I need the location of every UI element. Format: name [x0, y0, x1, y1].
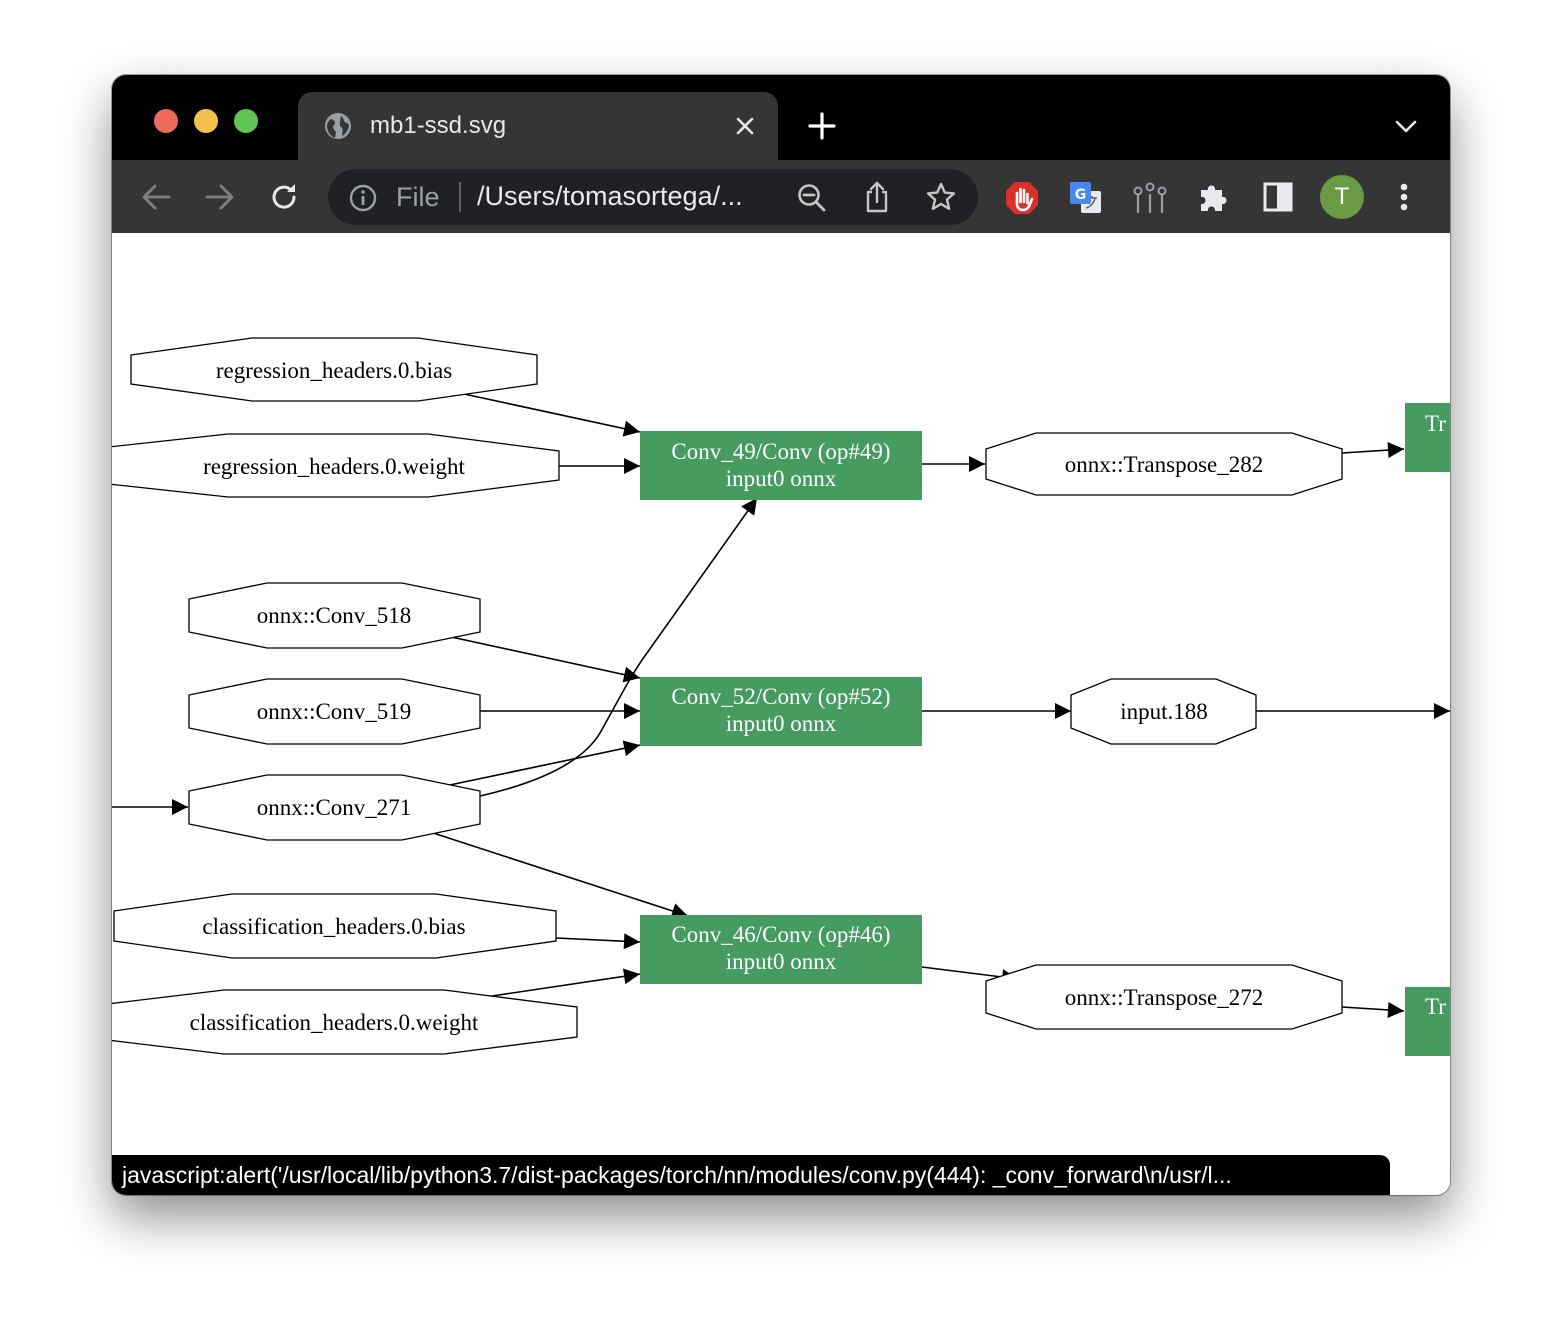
op-node-conv49[interactable]: Conv_49/Conv (op#49) input0 onnx [640, 431, 922, 500]
tensor-node-tr272[interactable]: onnx::Transpose_272 [985, 964, 1343, 1030]
tab-strip: mb1-ssd.svg [112, 75, 1450, 160]
toolbar: File /Users/tomasortega/... G [112, 160, 1450, 234]
status-bar: javascript:alert('/usr/local/lib/python3… [112, 1155, 1390, 1195]
tensor-label: onnx::Conv_518 [257, 603, 412, 628]
url-text[interactable]: /Users/tomasortega/... [477, 181, 743, 211]
tab-active[interactable]: mb1-ssd.svg [298, 92, 778, 160]
tensor-node-reg-weight[interactable]: regression_headers.0.weight [112, 433, 560, 498]
chevron-down-icon[interactable] [1394, 116, 1418, 136]
tensor-node-cls-weight[interactable]: classification_headers.0.weight [112, 989, 578, 1055]
op-node-title: Tr [1425, 411, 1446, 436]
edge-tr282-to-next [1341, 442, 1405, 459]
profile-avatar[interactable]: T [1320, 175, 1364, 219]
close-tab-icon[interactable] [734, 115, 756, 137]
op-node-subtitle: input0 onnx [726, 949, 837, 974]
profile-initial: T [1334, 183, 1350, 210]
op-node-conv46[interactable]: Conv_46/Conv (op#46) input0 onnx [640, 915, 922, 984]
op-node-conv52[interactable]: Conv_52/Conv (op#52) input0 onnx [640, 677, 922, 746]
op-node-title: Conv_52/Conv (op#52) [671, 684, 890, 709]
zoom-window-button[interactable] [234, 109, 258, 133]
tensor-node-reg-bias[interactable]: regression_headers.0.bias [130, 337, 538, 402]
omnibox-divider [459, 182, 461, 212]
kebab-menu-icon[interactable] [1394, 179, 1414, 215]
url-scheme-label: File [396, 182, 440, 212]
op-node-title: Conv_49/Conv (op#49) [671, 439, 890, 464]
op-node-subtitle: input0 onnx [726, 466, 837, 491]
reload-icon[interactable] [268, 181, 300, 213]
svg-text:G: G [1075, 187, 1087, 203]
side-panel-icon[interactable] [1262, 181, 1294, 213]
globe-icon [325, 113, 351, 139]
zoom-out-icon[interactable] [796, 182, 828, 214]
tensor-node-conv518[interactable]: onnx::Conv_518 [188, 582, 481, 649]
op-node-title: Tr [1425, 994, 1446, 1019]
edge-conv271-to-conv52 [444, 740, 641, 787]
edge-conv271-to-conv46 [426, 830, 689, 919]
back-arrow-icon[interactable] [140, 182, 172, 212]
minimize-window-button[interactable] [194, 109, 218, 133]
tensor-node-tr282[interactable]: onnx::Transpose_282 [985, 432, 1343, 496]
forward-arrow-icon[interactable] [204, 182, 236, 212]
tensor-node-conv271[interactable]: onnx::Conv_271 [188, 774, 481, 841]
op-node-partial-top[interactable]: Tr [1405, 403, 1450, 472]
graph-edges [112, 393, 1450, 1018]
tensor-label: regression_headers.0.bias [216, 358, 452, 383]
share-icon[interactable] [862, 180, 892, 214]
tensor-label: onnx::Conv_271 [257, 795, 412, 820]
address-bar[interactable]: File /Users/tomasortega/... [328, 169, 978, 225]
tensor-node-input188[interactable]: input.188 [1070, 678, 1257, 745]
op-node-title: Conv_46/Conv (op#46) [671, 922, 890, 947]
google-translate-icon[interactable]: G [1068, 180, 1104, 216]
svg-viewer-content: regression_headers.0.bias regression_hea… [112, 233, 1450, 1195]
adblock-hand-icon[interactable] [1004, 180, 1040, 216]
sliders-extension-icon[interactable] [1132, 180, 1168, 216]
tensor-label: onnx::Transpose_272 [1065, 985, 1264, 1010]
onnx-graph: regression_headers.0.bias regression_hea… [112, 337, 1450, 1056]
info-icon[interactable] [348, 183, 378, 213]
close-window-button[interactable] [154, 109, 178, 133]
edge-reg-bias-to-conv49 [463, 393, 641, 437]
edge-cls-weight-to-conv46 [491, 968, 641, 997]
edge-tr272-to-next [1341, 1001, 1405, 1018]
op-node-subtitle: input0 onnx [726, 711, 837, 736]
tensor-node-cls-bias[interactable]: classification_headers.0.bias [113, 893, 557, 959]
tensor-node-conv519[interactable]: onnx::Conv_519 [188, 678, 481, 745]
tensor-label: input.188 [1120, 699, 1208, 724]
tensor-label: onnx::Transpose_282 [1065, 452, 1264, 477]
bookmark-star-icon[interactable] [925, 181, 957, 213]
tab-title: mb1-ssd.svg [370, 112, 507, 139]
tensor-label: classification_headers.0.bias [202, 914, 465, 939]
tensor-label: classification_headers.0.weight [190, 1010, 479, 1035]
edge-conv518-to-conv52 [441, 634, 641, 683]
browser-window: mb1-ssd.svg File [112, 75, 1450, 1195]
status-bar-url: javascript:alert('/usr/local/lib/python3… [122, 1162, 1232, 1188]
tensor-label: onnx::Conv_519 [257, 699, 412, 724]
tensor-label: regression_headers.0.weight [203, 454, 465, 479]
edge-conv271-to-conv49 [479, 497, 758, 797]
new-tab-icon[interactable] [808, 112, 836, 140]
extensions-puzzle-icon[interactable] [1196, 180, 1230, 214]
op-node-partial-bottom[interactable]: Tr [1405, 987, 1450, 1056]
edge-cls-bias-to-conv46 [555, 933, 641, 950]
